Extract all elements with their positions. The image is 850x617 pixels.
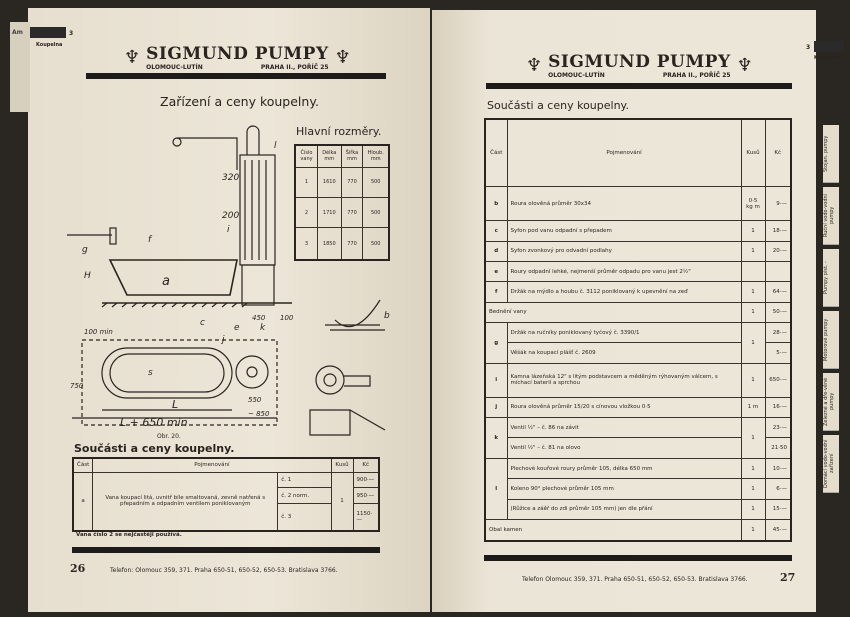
footer-rule [72, 547, 380, 553]
svg-text:s: s [148, 368, 153, 378]
dims-title: Hlavní rozměry. [296, 125, 382, 138]
side-index-tab[interactable]: Domácí vodo-vodní zařízení [823, 435, 839, 493]
brand-city: OLOMOUC-LUTÍN [146, 64, 203, 71]
svg-text:e: e [234, 323, 240, 333]
side-index-tab[interactable]: Ruční vodo-vodní pumpy [823, 187, 839, 245]
side-index-tab[interactable]: Pumpy pist. - [823, 249, 839, 307]
svg-text:100 min: 100 min [84, 328, 113, 336]
svg-text:200: 200 [222, 211, 239, 221]
syphon-detail-drawing: b [309, 299, 390, 436]
svg-text:550: 550 [248, 396, 262, 404]
section-title: Součásti a ceny koupelny. [487, 99, 629, 112]
label-l: l [274, 141, 277, 151]
brand-name: SIGMUND PUMPY [548, 52, 731, 72]
page-title: Zařízení a ceny koupelny. [160, 94, 319, 109]
tab-label[interactable]: Koupelna [814, 55, 841, 61]
header-rule [86, 73, 386, 79]
tab-number: 3 [69, 30, 74, 37]
svg-text:~ 850: ~ 850 [248, 410, 270, 418]
header-rule [486, 83, 792, 89]
side-index-tab[interactable]: Železné a dře-věné pumpy [823, 373, 839, 431]
trident-logo-icon: ♆ [334, 46, 351, 68]
figure-caption: Obr. 20. [157, 433, 181, 440]
svg-text:L + 650 min: L + 650 min [120, 416, 188, 429]
brand-address: PRAHA II., POŘÍČ 25 [260, 64, 329, 71]
svg-text:750: 750 [70, 382, 84, 390]
trident-logo-icon: ♆ [526, 54, 543, 76]
brand-city: OLOMOUC-LUTÍN [548, 72, 605, 79]
tab-marker [814, 41, 844, 52]
tab-number: 3 [806, 44, 811, 51]
side-index-tab[interactable]: Motorové pumpy [823, 311, 839, 369]
svg-text:i: i [227, 225, 230, 235]
table-row: (Růžice a záěř do zdi průměr 105 mm) jen… [485, 498, 792, 520]
footer-rule [484, 555, 792, 561]
brand-address: PRAHA II., POŘÍČ 25 [662, 72, 731, 79]
svg-text:f: f [148, 235, 153, 245]
tab-cut-text: Am [12, 29, 23, 36]
page-flap [10, 22, 30, 112]
footer-contacts: Telefon: Olomouc 359, 371. Praha 650-51,… [110, 567, 338, 574]
brand-header: ♆ SIGMUND PUMPY OLOMOUC-LUTÍN PRAHA II., … [124, 44, 351, 71]
tab-label[interactable]: Koupelna [36, 42, 63, 48]
svg-text:g: g [82, 245, 88, 255]
parts-title: Součásti a ceny koupelny. [74, 442, 235, 455]
side-index-tab[interactable]: Stojan. pumpy [823, 125, 839, 183]
page-number: 26 [70, 562, 86, 575]
svg-text:320: 320 [222, 173, 239, 183]
svg-text:100: 100 [280, 314, 294, 322]
page-number: 27 [780, 571, 796, 584]
svg-text:450: 450 [252, 314, 266, 322]
svg-text:k: k [260, 323, 266, 333]
trident-logo-icon: ♆ [124, 46, 141, 68]
svg-text:H: H [84, 271, 91, 281]
brand-header: ♆ SIGMUND PUMPY OLOMOUC-LUTÍN PRAHA II., … [526, 52, 753, 79]
svg-text:j: j [220, 335, 225, 345]
footer-contacts: Telefon Olomouc 359, 371. Praha 650-51, … [522, 576, 748, 583]
svg-text:b: b [384, 311, 390, 321]
note: Vana číslo 2 se nejčastěji používá. [76, 532, 182, 538]
tab-marker [30, 27, 66, 38]
svg-text:a: a [162, 274, 170, 289]
svg-text:c: c [200, 318, 205, 328]
trident-logo-icon: ♆ [736, 54, 753, 76]
brand-name: SIGMUND PUMPY [146, 44, 329, 64]
svg-text:L: L [172, 398, 178, 411]
